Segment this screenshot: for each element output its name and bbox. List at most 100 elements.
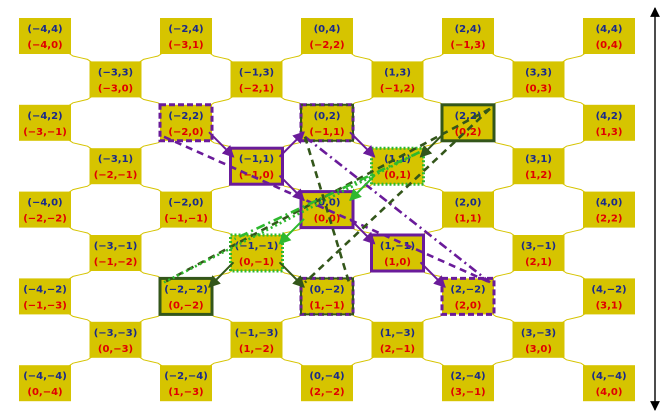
- node-box: [371, 61, 424, 98]
- lattice-link: [489, 225, 517, 238]
- node-mapped-label: (−2,−1): [94, 170, 138, 181]
- node-box: [19, 104, 71, 141]
- lattice-node: (2,4)(−1,3): [442, 18, 494, 54]
- lattice-node: (4,−4)(4,0): [583, 365, 635, 402]
- lattice-link: [489, 181, 517, 195]
- flow-arrow: [208, 131, 235, 158]
- node-mapped-label: (−1,2): [380, 83, 415, 94]
- node-coord-label: (1,−3): [380, 328, 415, 339]
- node-mapped-label: (−1,1): [309, 127, 344, 138]
- flow-arrow: [349, 174, 376, 202]
- lattice-node: (−4,4)(−4,0): [19, 18, 71, 54]
- node-coord-label: (0,−4): [309, 371, 344, 382]
- node-coord-label: (1,−1): [380, 241, 415, 252]
- node-mapped-label: (2,0): [455, 300, 482, 311]
- lattice-link: [137, 355, 165, 368]
- node-highlight: [229, 233, 284, 273]
- node-mapped-label: (0,−2): [168, 300, 203, 311]
- node-box: [160, 104, 212, 141]
- lattice-node: (1,3)(−1,2): [371, 61, 424, 98]
- lattice-link: [66, 51, 94, 64]
- lattice-link: [560, 138, 588, 151]
- node-mapped-label: (0,1): [384, 170, 411, 181]
- lattice-link: [207, 355, 235, 368]
- lattice-node: (−2,−4)(1,−3): [160, 365, 212, 402]
- lattice-node: (3,3)(0,3): [512, 61, 565, 98]
- node-coord-label: (4,−4): [591, 371, 626, 382]
- node-box: [89, 61, 142, 98]
- node-box: [442, 278, 494, 315]
- lattice-link: [66, 355, 94, 368]
- lattice-node: (2,0)(1,1): [442, 191, 494, 228]
- lattice-node: (4,2) (1,3): [583, 104, 635, 141]
- lattice-link: [137, 51, 165, 64]
- node-box: [371, 321, 424, 358]
- node-box: [301, 18, 353, 54]
- node-highlight: [158, 276, 214, 316]
- lattice-node: (3,−3) (3,0): [512, 321, 565, 358]
- node-box: [19, 18, 71, 54]
- node-coord-label: (3,1): [525, 154, 552, 165]
- node-coord-label: (−1,−1): [235, 241, 279, 252]
- lattice-node: (−1,−1) (0,−1): [229, 233, 284, 273]
- lattice-link: [560, 225, 588, 238]
- node-mapped-label: (2,1): [525, 257, 552, 268]
- node-mapped-label: (3,0): [525, 344, 552, 355]
- node-coord-label: (−2,2): [168, 111, 203, 122]
- node-box: [89, 235, 142, 271]
- node-coord-label: (−3,−3): [94, 328, 138, 339]
- node-highlight: [440, 276, 496, 316]
- node-mapped-label: (0,0): [314, 214, 341, 225]
- node-coord-label: (−1,−3): [235, 328, 279, 339]
- node-coord-label: (−3,1): [98, 154, 133, 165]
- node-mapped-label: (3,−1): [450, 387, 485, 398]
- node-mapped-label: (2,−1): [380, 344, 415, 355]
- lattice-link: [207, 51, 235, 64]
- node-mapped-label: (−1,3): [450, 40, 485, 51]
- node-box: [583, 191, 635, 228]
- node-highlight: [440, 103, 496, 143]
- node-box: [583, 18, 635, 54]
- node-box: [19, 191, 71, 228]
- lattice-link: [489, 51, 517, 64]
- lattice-node: (4,4)(0,4): [583, 18, 635, 54]
- lattice-node: (−3,1) (−2,−1): [89, 148, 142, 185]
- node-coord-label: (−4,−4): [23, 371, 67, 382]
- lattice-node: (−4,−4)(0,−4): [19, 365, 71, 402]
- flow-arrow: [419, 131, 446, 158]
- lattice-link: [560, 181, 588, 195]
- flow-arrow: [349, 218, 376, 245]
- node-box: [160, 18, 212, 54]
- lattice-link: [489, 311, 517, 325]
- node-box: [19, 278, 71, 315]
- lattice-link: [489, 268, 517, 281]
- node-coord-label: (−2,−4): [164, 371, 208, 382]
- node-coord-label: (3,−3): [521, 328, 556, 339]
- overlay-line: [304, 107, 491, 284]
- node-coord-label: (2,−2): [450, 284, 485, 295]
- lattice-link: [66, 181, 94, 195]
- lattice-node: (0,−4)(2,−2): [301, 365, 353, 402]
- node-mapped-label: (1,1): [455, 214, 482, 225]
- node-mapped-label: (1,−1): [309, 300, 344, 311]
- node-mapped-label: (0,4): [596, 40, 623, 51]
- flow-arrow: [419, 261, 446, 288]
- node-coord-label: (−4,0): [27, 198, 62, 209]
- node-coord-label: (−3,−1): [94, 241, 138, 252]
- node-mapped-label: (0,2): [455, 127, 482, 138]
- node-box: [583, 278, 635, 315]
- node-coord-label: (4,2): [596, 111, 623, 122]
- node-mapped-label: (−1,−1): [164, 214, 208, 225]
- node-box: [19, 365, 71, 402]
- flow-arrow: [278, 131, 305, 158]
- node-coord-label: (3,3): [525, 67, 552, 78]
- lattice-node: (−2,2)(−2,0): [158, 103, 214, 143]
- node-coord-label: (0,−2): [309, 284, 344, 295]
- overlay-line: [303, 136, 351, 283]
- node-coord-label: (4,0): [596, 198, 623, 209]
- lattice-node: (−3,−1)(−1,−2): [89, 235, 142, 271]
- node-highlight: [370, 146, 425, 186]
- node-mapped-label: (−3,0): [98, 83, 133, 94]
- node-mapped-label: (0,−1): [239, 257, 274, 268]
- node-mapped-label: (1,3): [596, 127, 623, 138]
